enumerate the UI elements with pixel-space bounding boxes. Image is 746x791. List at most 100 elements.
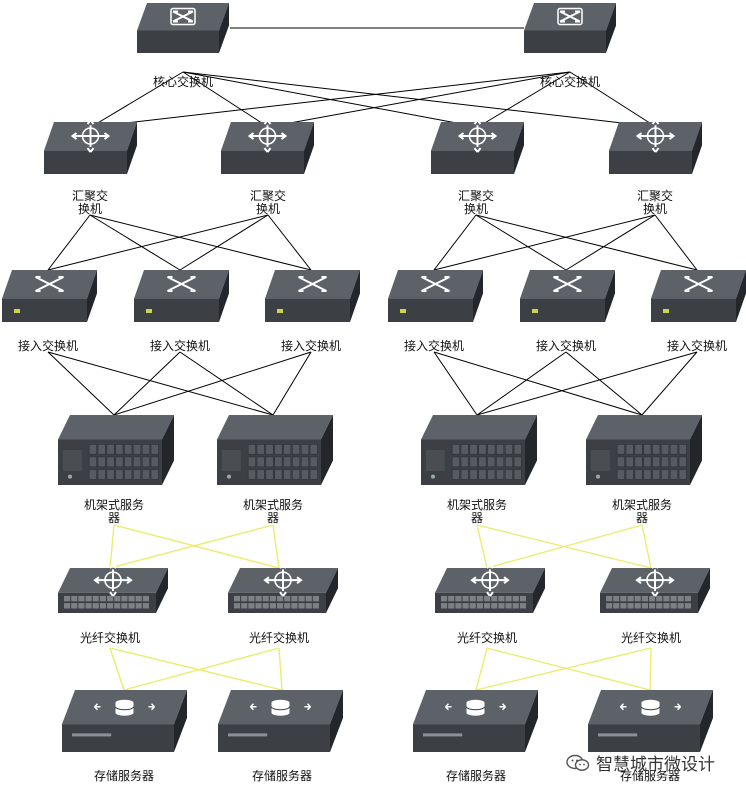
core-aggregation-link <box>182 71 269 128</box>
access-switch-icon <box>265 270 360 322</box>
access-switch-icon <box>651 270 746 322</box>
rack-server-icon <box>421 415 537 485</box>
access-switch-label-5: 接入交换机 <box>535 339 597 353</box>
aggregation-switch-icon <box>44 119 137 174</box>
storage-server-label-2: 存储服务器 <box>251 769 313 783</box>
access-server-link <box>641 351 698 416</box>
aggregation-access-link <box>654 214 698 271</box>
label-line: 汇聚交 <box>249 189 287 203</box>
rack-server-label-3: 机架式服务器 <box>447 499 507 525</box>
access-switch-label-6: 接入交换机 <box>666 339 728 353</box>
rack-server-icon <box>217 415 333 485</box>
access-switch-icon <box>134 270 229 322</box>
access-switch-label-4: 接入交换机 <box>403 339 465 353</box>
access-server-link <box>113 351 181 416</box>
label-line: 换机 <box>255 202 281 216</box>
aggregation-access-link <box>433 214 656 271</box>
aggregation-access-link <box>267 214 312 271</box>
aggregation-switch-label-1: 汇聚交换机 <box>72 190 108 216</box>
label-line: 器 <box>107 511 121 525</box>
core-aggregation-link <box>569 71 657 128</box>
access-server-link <box>113 351 312 416</box>
access-server-link <box>272 351 312 416</box>
label-line: 机架式服务 <box>611 498 673 512</box>
aggregation-access-link <box>89 214 181 271</box>
core-aggregation-link <box>477 71 571 128</box>
server-fiber-link <box>272 524 280 569</box>
watermark-text: 智慧城市微设计 <box>596 755 715 775</box>
core-switch-icon <box>524 3 616 53</box>
server-fiber-link <box>109 524 115 569</box>
storage-server-icon <box>62 690 187 752</box>
label-line: 机架式服务 <box>446 498 508 512</box>
aggregation-access-link <box>47 214 91 271</box>
aggregation-access-link <box>89 214 312 271</box>
access-server-link <box>47 351 274 416</box>
access-server-link <box>476 351 698 416</box>
fiber-storage-link <box>649 647 652 691</box>
label-line: 换机 <box>463 202 489 216</box>
storage-server-icon <box>588 690 713 752</box>
fiber-switch-label-2: 光纤交换机 <box>248 631 310 645</box>
watermark: 智慧城市微设计 <box>566 750 715 775</box>
core-switch-icon <box>137 3 229 53</box>
aggregation-access-link <box>475 214 698 271</box>
storage-server-label-1: 存储服务器 <box>93 769 155 783</box>
fiber-storage-link <box>109 647 125 691</box>
aggregation-switch-icon <box>431 119 524 174</box>
rack-server-icon <box>58 415 174 485</box>
rack-server-label-2: 机架式服务器 <box>243 499 303 525</box>
label-line: 换机 <box>77 202 103 216</box>
core-switch-label-2: 核心交换机 <box>539 75 601 89</box>
core-switch-label-1: 核心交换机 <box>152 75 214 89</box>
label-line: 器 <box>266 511 280 525</box>
access-server-link <box>565 351 643 416</box>
access-switch-label-3: 接入交换机 <box>280 339 342 353</box>
access-server-link <box>433 351 643 416</box>
server-fiber-link <box>109 524 274 569</box>
fiber-storage-link <box>123 647 280 691</box>
fiber-storage-link <box>475 647 488 691</box>
label-line: 汇聚交 <box>457 189 495 203</box>
access-switch-label-2: 接入交换机 <box>149 339 211 353</box>
access-server-link <box>179 351 274 416</box>
access-switch-icon <box>2 270 97 322</box>
access-switch-icon <box>388 270 483 322</box>
access-switch-label-1: 接入交换机 <box>17 339 79 353</box>
label-line: 机架式服务 <box>242 498 304 512</box>
access-switch-icon <box>520 270 615 322</box>
aggregation-switch-icon <box>609 119 702 174</box>
label-line: 机架式服务 <box>83 498 145 512</box>
aggregation-switch-label-3: 汇聚交换机 <box>458 190 494 216</box>
storage-server-label-3: 存储服务器 <box>445 769 507 783</box>
aggregation-access-link <box>47 214 269 271</box>
fiber-storage-link <box>278 647 283 691</box>
access-server-link <box>433 351 478 416</box>
aggregation-access-link <box>179 214 269 271</box>
aggregation-access-link <box>565 214 656 271</box>
fiber-storage-link <box>486 647 651 691</box>
core-aggregation-link <box>90 71 571 128</box>
fiber-switch-label-4: 光纤交换机 <box>620 631 682 645</box>
aggregation-switch-label-2: 汇聚交换机 <box>250 190 286 216</box>
fiber-storage-link <box>475 647 652 691</box>
core-aggregation-link <box>267 71 571 128</box>
storage-server-label-4: 存储服务器 <box>619 769 681 783</box>
aggregation-access-link <box>433 214 477 271</box>
label-line: 器 <box>470 511 484 525</box>
core-aggregation-link <box>90 71 184 128</box>
storage-server-icon <box>218 690 343 752</box>
fiber-switch-icon <box>600 563 710 613</box>
fiber-switch-label-3: 光纤交换机 <box>456 631 518 645</box>
fiber-switch-icon <box>228 563 338 613</box>
fiber-storage-link <box>109 647 283 691</box>
storage-server-icon <box>413 690 538 752</box>
label-line: 汇聚交 <box>636 189 674 203</box>
rack-server-icon <box>586 415 702 485</box>
wechat-icon <box>566 754 590 771</box>
label-line: 器 <box>635 511 649 525</box>
fiber-switch-icon <box>58 563 168 613</box>
